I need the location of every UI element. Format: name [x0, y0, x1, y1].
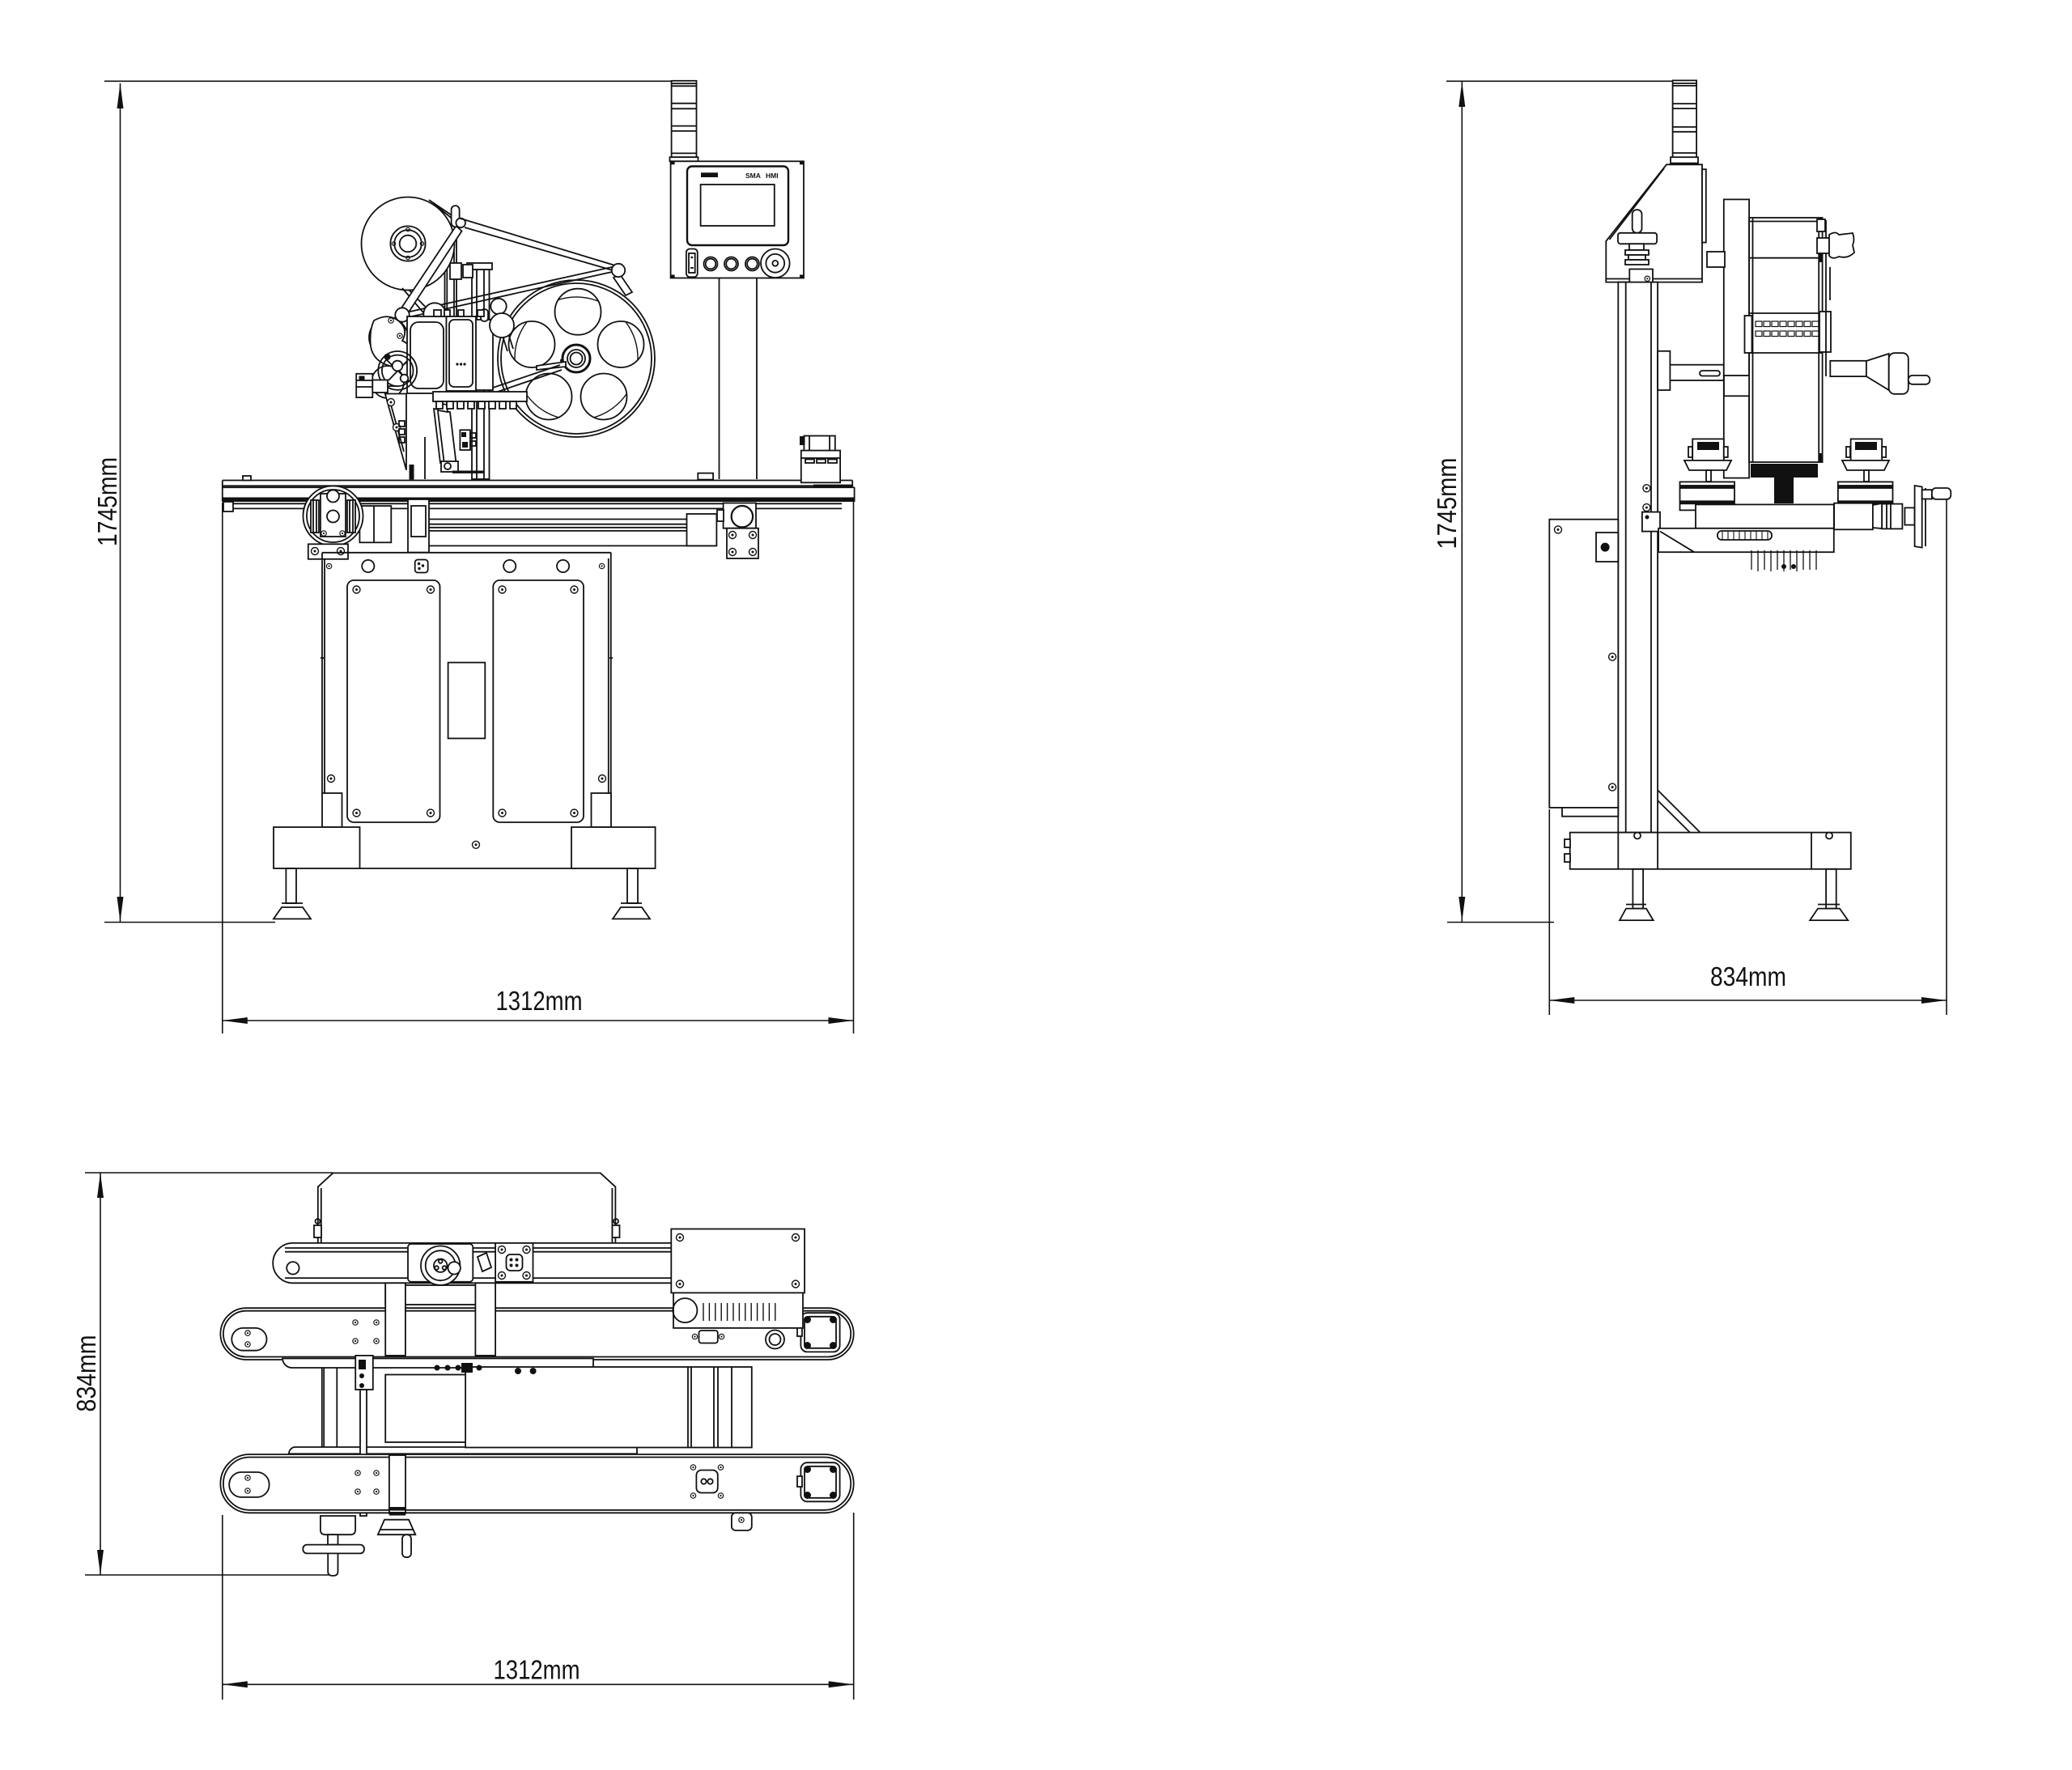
svg-text:834mm: 834mm — [71, 1335, 101, 1412]
svg-text:HMI: HMI — [766, 172, 779, 180]
svg-text:1745mm: 1745mm — [92, 457, 122, 546]
svg-text:834mm: 834mm — [1710, 961, 1786, 991]
svg-text:1312mm: 1312mm — [496, 986, 583, 1016]
svg-text:SMA: SMA — [745, 172, 761, 180]
svg-text:1745mm: 1745mm — [1432, 458, 1462, 550]
svg-text:1312mm: 1312mm — [494, 1655, 580, 1685]
